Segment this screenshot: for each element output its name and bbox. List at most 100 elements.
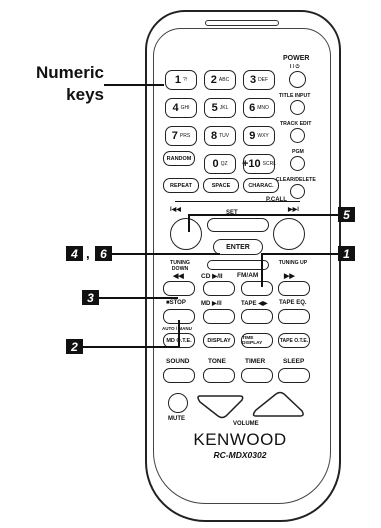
- callout-2-line: [83, 346, 178, 348]
- ff-label: ▶▶: [284, 273, 295, 280]
- tape-eq-button[interactable]: [278, 309, 310, 324]
- fm-am-label: FM/AM: [237, 272, 259, 279]
- next-button[interactable]: [273, 218, 305, 250]
- auto-manu-label: AUTO / MANU: [162, 326, 192, 331]
- power-button[interactable]: [289, 71, 306, 88]
- tape-eq-label: TAPE EQ.: [279, 300, 307, 306]
- prev-button[interactable]: [170, 218, 202, 250]
- timer-button[interactable]: [241, 368, 273, 383]
- numeric-key-letters: GHI: [180, 104, 190, 111]
- numeric-key-digit: 0: [212, 158, 219, 170]
- numeric-key-letters: SCRL: [262, 160, 277, 167]
- numeric-key-letters: PRS: [179, 132, 191, 139]
- track-edit-button[interactable]: [290, 128, 305, 143]
- lower-arc-button[interactable]: [207, 260, 269, 270]
- callout-5-drop: [188, 214, 190, 232]
- pgm-label: PGM: [292, 149, 304, 155]
- pcall-label: P.CALL: [266, 197, 287, 203]
- pcall-bracket-line: [175, 201, 300, 202]
- title-input-label: TITLE INPUT: [279, 93, 311, 99]
- set-button[interactable]: [207, 218, 269, 232]
- numeric-key-letters: ABC: [218, 76, 230, 83]
- tuning-down-button[interactable]: [163, 281, 195, 296]
- power-sub-label: I / ⏻: [290, 64, 300, 70]
- clear-delete-label: CLEAR/DELETE: [276, 177, 316, 183]
- callout-5-line: [188, 214, 338, 216]
- track-edit-label: TRACK EDIT: [280, 121, 312, 127]
- numeric-key-letters: JKL: [219, 104, 229, 111]
- numeric-key-digit: +10: [242, 158, 261, 170]
- mute-button[interactable]: [168, 393, 188, 413]
- tone-button[interactable]: [203, 368, 235, 383]
- callout-1: 1: [338, 246, 355, 261]
- callout-3-line: [99, 297, 178, 299]
- tone-label: TONE: [208, 358, 226, 365]
- stop-label: ■STOP: [166, 300, 186, 306]
- next-label: ▶▶I: [288, 207, 299, 213]
- callout-3: 3: [82, 290, 99, 305]
- display-button[interactable]: DISPLAY: [203, 333, 235, 348]
- mute-label: MUTE: [168, 416, 185, 422]
- power-label: POWER: [283, 55, 310, 62]
- enter-button[interactable]: ENTER: [213, 239, 263, 255]
- numeric-key-letters: TUV: [219, 132, 230, 139]
- sound-label: SOUND: [166, 358, 190, 365]
- timer-label: TIMER: [245, 358, 266, 365]
- numeric-key-digit: 3: [249, 74, 257, 86]
- numeric-key-digit: 7: [171, 130, 178, 142]
- numeric-key-digit: 1: [174, 74, 181, 86]
- callout-comma: ,: [86, 246, 90, 261]
- tape-button[interactable]: [241, 309, 273, 324]
- rew-label: ◀◀: [173, 273, 184, 280]
- numeric-key-letters: WXY: [257, 132, 269, 139]
- numeric-key-digit: 4: [172, 102, 179, 114]
- numeric-key-letters: DEF: [258, 76, 269, 83]
- pgm-button[interactable]: [290, 156, 305, 171]
- sleep-label: SLEEP: [283, 358, 305, 365]
- numeric-key-digit: 9: [249, 130, 256, 142]
- remote-inner-panel: [153, 28, 331, 504]
- charac-button[interactable]: CHARAC.: [243, 178, 279, 193]
- callout-5: 5: [338, 207, 355, 222]
- numeric-key-digit: 6: [249, 102, 256, 114]
- fm-am-button[interactable]: [241, 281, 273, 296]
- callout-1-drop: [261, 253, 263, 287]
- prev-label: I◀◀: [170, 207, 181, 213]
- callout-1-line: [261, 253, 338, 255]
- repeat-button[interactable]: REPEAT: [163, 178, 199, 193]
- volume-down-button[interactable]: [197, 395, 244, 419]
- md-play-label: MD ▶/II: [201, 301, 222, 307]
- tuning-up-button[interactable]: [278, 281, 310, 296]
- numeric-keys-label: Numeric keys: [35, 63, 104, 104]
- sound-button[interactable]: [163, 368, 195, 383]
- volume-up-button[interactable]: [252, 391, 304, 417]
- cd-play-button[interactable]: [203, 281, 235, 296]
- space-button[interactable]: SPACE: [203, 178, 239, 193]
- set-label: SET: [226, 210, 238, 216]
- sleep-button[interactable]: [278, 368, 310, 383]
- md-play-button[interactable]: [203, 309, 235, 324]
- numeric-key-letters: MNO: [257, 104, 269, 111]
- brand-logo: KENWOOD: [193, 430, 287, 449]
- tuning-down-label: TUNING DOWN: [170, 260, 190, 272]
- title-input-button[interactable]: [290, 100, 305, 115]
- random-button[interactable]: RANDOM: [163, 151, 195, 166]
- numeric-key-letters: ?!: [182, 76, 188, 83]
- callout-2-rise: [178, 320, 180, 347]
- tape-ote-button[interactable]: TAPE O.T.E.: [278, 333, 310, 348]
- numeric-key-1[interactable]: 1?!: [165, 70, 197, 90]
- cd-label: CD ▶/II: [201, 273, 223, 280]
- time-display-button[interactable]: TIME DISPLAY: [241, 333, 273, 348]
- numeric-leader-line: [104, 84, 164, 86]
- clear-delete-button[interactable]: [290, 184, 305, 199]
